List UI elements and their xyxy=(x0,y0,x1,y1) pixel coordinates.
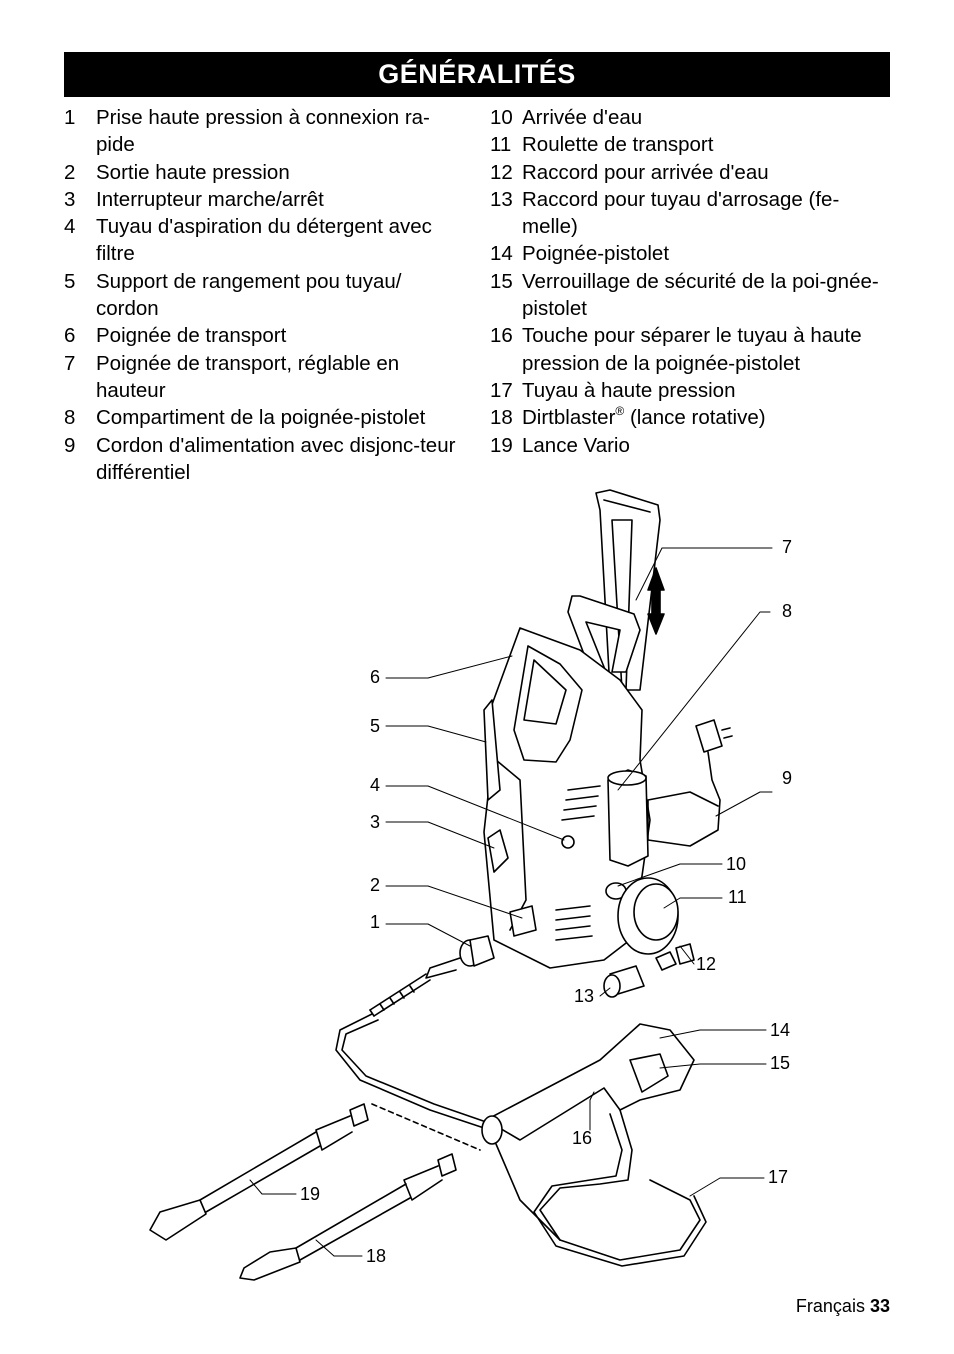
pressure-washer-diagram: 7 8 6 5 4 3 9 2 1 10 11 12 13 14 15 16 1… xyxy=(0,480,954,1300)
callout-2: 2 xyxy=(370,875,380,895)
callout-9: 9 xyxy=(782,768,792,788)
page-footer: Français 33 xyxy=(796,1296,890,1317)
callout-4: 4 xyxy=(370,775,380,795)
callout-11: 11 xyxy=(728,887,747,907)
callout-15: 15 xyxy=(770,1053,790,1073)
callout-10: 10 xyxy=(726,854,746,874)
callout-7: 7 xyxy=(782,537,792,557)
callout-3: 3 xyxy=(370,812,380,832)
diagram-svg: 7 8 6 5 4 3 9 2 1 10 11 12 13 14 15 16 1… xyxy=(149,489,792,1281)
callout-12: 12 xyxy=(696,954,716,974)
page-number: 33 xyxy=(869,1296,890,1316)
section-title: GÉNÉRALITÉS xyxy=(64,52,890,97)
callout-14: 14 xyxy=(770,1020,790,1040)
footer-language: Français xyxy=(795,1296,865,1316)
callout-5: 5 xyxy=(370,716,380,736)
callout-19: 19 xyxy=(300,1184,320,1204)
callout-1: 1 xyxy=(370,912,380,932)
callout-8: 8 xyxy=(782,601,792,621)
callout-6: 6 xyxy=(370,667,380,687)
callout-13: 13 xyxy=(574,986,594,1006)
callout-18: 18 xyxy=(366,1246,386,1266)
callout-17: 17 xyxy=(768,1167,788,1187)
callout-16: 16 xyxy=(572,1128,592,1148)
